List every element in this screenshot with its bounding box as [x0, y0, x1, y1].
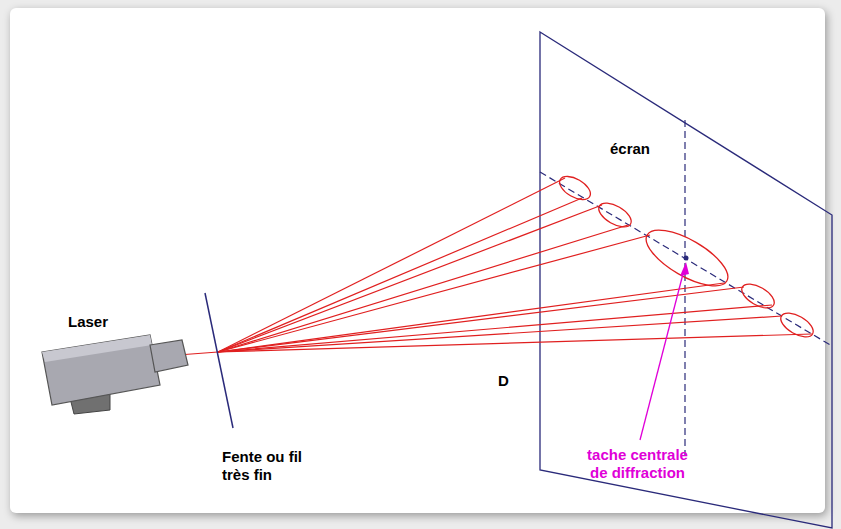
screen — [540, 32, 832, 528]
diffraction-spots — [556, 172, 817, 342]
slit — [205, 293, 233, 428]
spot-label: tache centrale de diffraction — [585, 446, 690, 482]
vertical-axis — [684, 120, 685, 455]
distance-label: D — [498, 372, 509, 390]
horizontal-axis — [540, 172, 832, 346]
frame — [10, 8, 825, 513]
device-label: Laser — [68, 313, 108, 331]
rays — [178, 178, 812, 355]
screen-label: écran — [610, 140, 650, 158]
leader-line — [640, 270, 684, 440]
slit-label: Fente ou fil très fin — [222, 448, 317, 484]
leader-arrowhead — [680, 262, 689, 276]
center-point — [684, 256, 689, 261]
laser — [42, 335, 188, 414]
